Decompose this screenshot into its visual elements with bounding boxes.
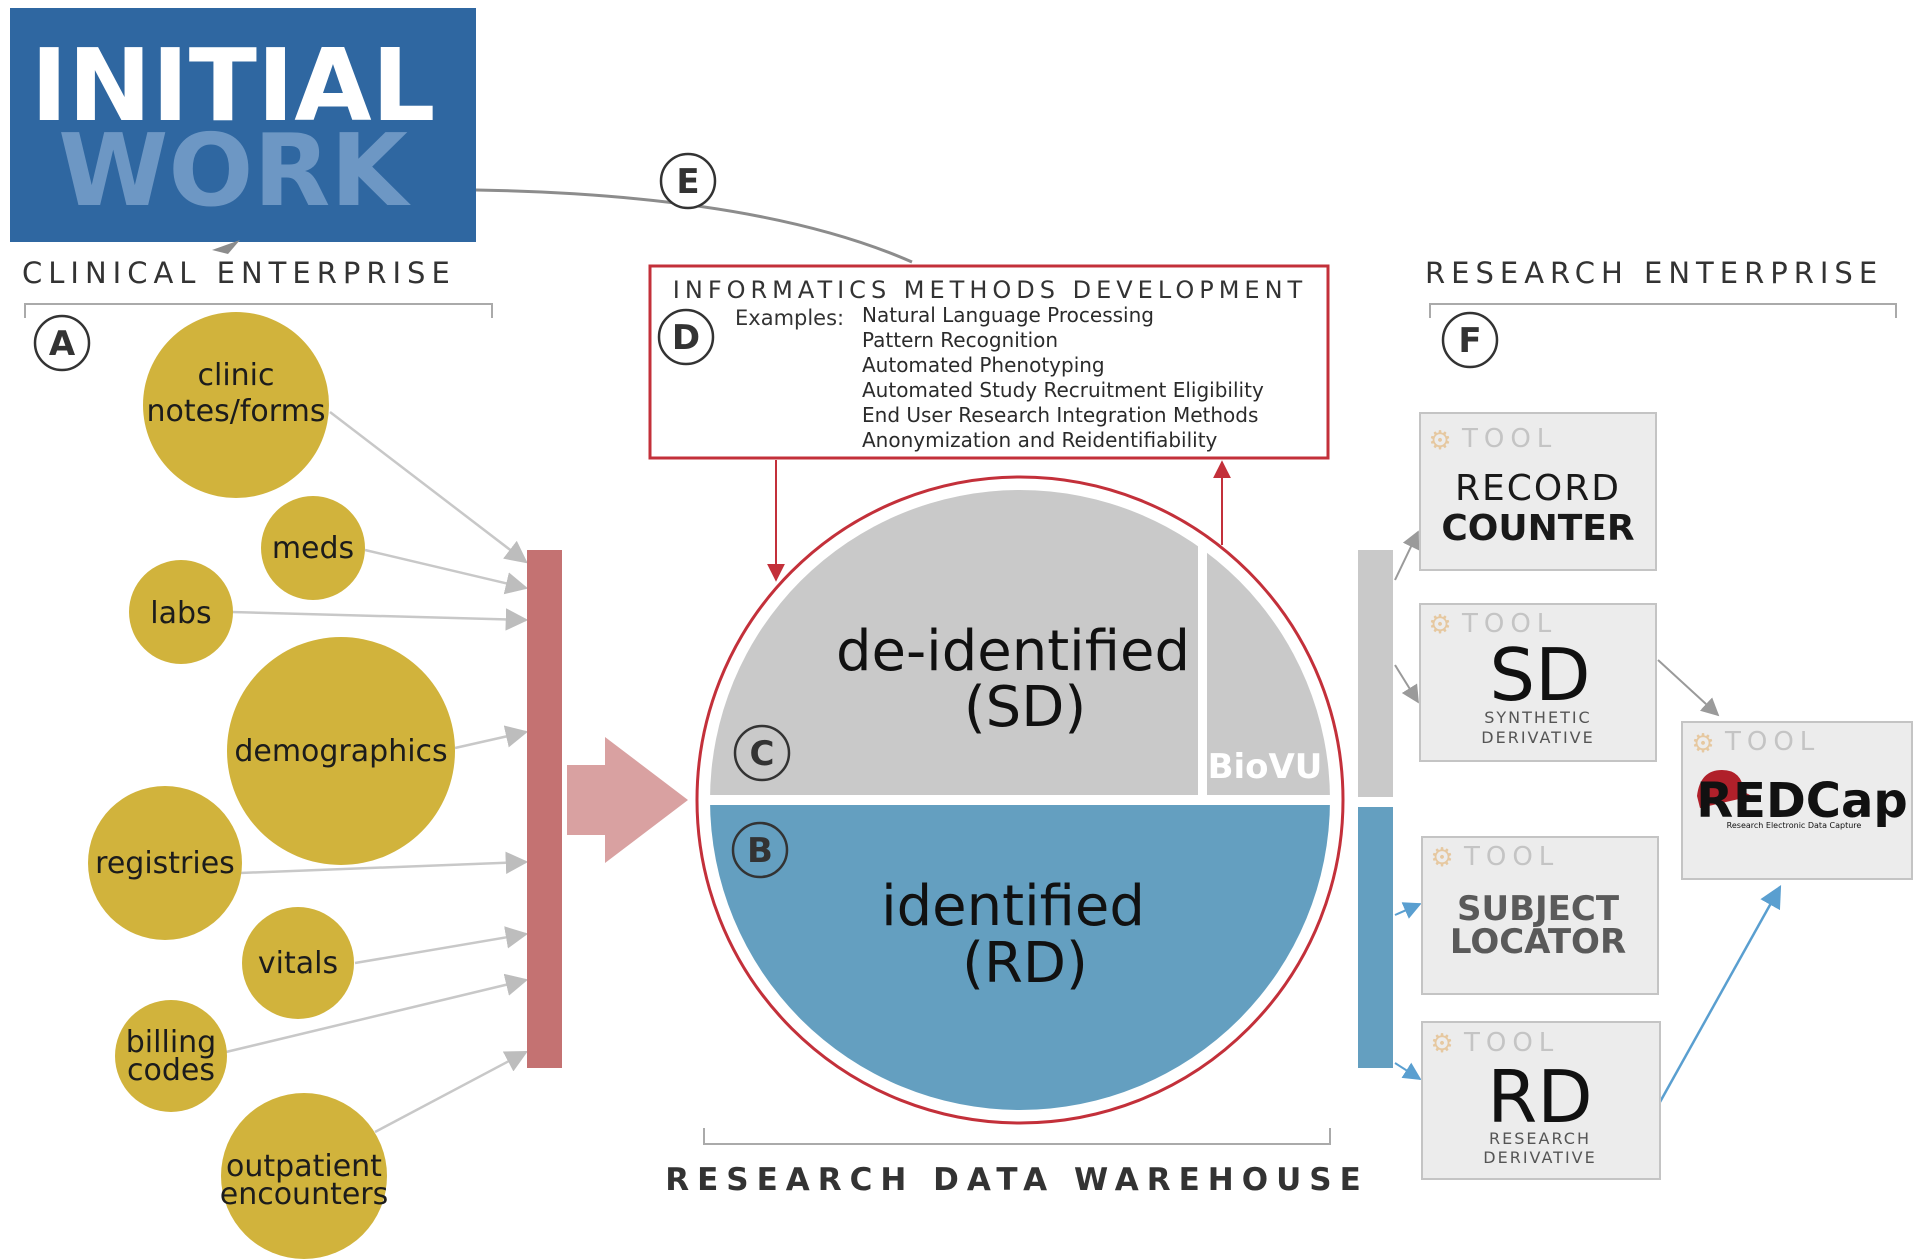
source-labs: labs (129, 560, 233, 664)
svg-text:F: F (1458, 321, 1481, 361)
gear-icon: ⚙ (1428, 610, 1451, 640)
tool-redcap[interactable]: ⚙ TOOL REDCap Research Electronic Data C… (1681, 721, 1913, 880)
arrow-to-rd-tool (1394, 1062, 1422, 1080)
ingest-arrow (567, 737, 688, 863)
arrow-to-record-counter (1394, 530, 1420, 581)
source-arrows (225, 411, 529, 1134)
tool-subject-locator-line-1: SUBJECT (1457, 889, 1620, 929)
connector-e-arrowhead (212, 240, 240, 254)
clinical-enterprise-heading: CLINICAL ENTERPRISE (22, 256, 456, 290)
informatics-example-1: Natural Language Processing (862, 303, 1154, 327)
source-meds-label: meds (272, 531, 354, 566)
informatics-example-4: Automated Study Recruitment Eligibility (862, 378, 1264, 402)
source-meds: meds (261, 496, 365, 600)
svg-text:A: A (49, 324, 76, 364)
marker-d: D (657, 308, 715, 366)
informatics-example-2: Pattern Recognition (862, 328, 1058, 352)
arrow-to-sd-tool (1394, 664, 1419, 704)
source-clinic-notes-line-2: notes/forms (147, 394, 326, 429)
source-registries-label: registries (95, 846, 235, 881)
source-vitals: vitals (242, 907, 354, 1019)
tool-subject-locator-line-2: LOCATOR (1450, 922, 1626, 962)
gear-icon: ⚙ (1428, 426, 1451, 456)
tool-sd-sub-2: DERIVATIVE (1481, 728, 1594, 747)
tool-badge: TOOL (1463, 1028, 1559, 1058)
svg-text:E: E (676, 162, 699, 202)
marker-c: C (733, 724, 791, 782)
deidentified-output-bar (1358, 550, 1393, 797)
warehouse-heading: RESEARCH DATA WAREHOUSE (665, 1162, 1369, 1198)
tool-record-counter-line-1: RECORD (1455, 468, 1621, 509)
redcap-logo-text: REDCap (1696, 773, 1908, 829)
biovu-label: BioVU (1208, 747, 1323, 787)
tool-research-derivative[interactable]: ⚙ TOOL RD RESEARCH DERIVATIVE (1421, 1021, 1661, 1180)
informatics-example-6: Anonymization and Reidentifiability (862, 428, 1218, 452)
marker-e: E (659, 152, 717, 210)
research-bracket (1429, 303, 1897, 318)
identified-label-1: identified (881, 874, 1145, 939)
warehouse-circle: de-identified (SD) BioVU identified (RD) (695, 475, 1345, 1125)
source-demographics: demographics (227, 637, 455, 865)
research-enterprise-heading: RESEARCH ENTERPRISE (1425, 256, 1883, 290)
source-clinic-notes: clinic notes/forms (143, 312, 329, 498)
logo-line-2: WORK (58, 112, 411, 229)
informatics-example-3: Automated Phenotyping (862, 353, 1105, 377)
logo-line-1: INITIAL (31, 27, 436, 144)
identified-output-bar (1358, 807, 1393, 1068)
tool-badge: TOOL (1724, 727, 1820, 757)
tool-rd-big-label: RD (1487, 1055, 1592, 1139)
informatics-examples-label: Examples: (735, 306, 844, 330)
tool-sd-big-label: SD (1489, 633, 1590, 717)
tool-badge: TOOL (1461, 424, 1557, 454)
source-demographics-label: demographics (234, 734, 447, 769)
arrow-rd-to-redcap (1658, 885, 1782, 1103)
arrow-to-subject-locator (1394, 902, 1422, 919)
tool-badge: TOOL (1463, 842, 1559, 872)
informatics-title: INFORMATICS METHODS DEVELOPMENT (673, 276, 1307, 304)
svg-text:C: C (750, 734, 775, 774)
tool-record-counter-line-2: COUNTER (1441, 508, 1634, 549)
marker-b: B (731, 821, 789, 879)
collector-bar (527, 550, 562, 1068)
svg-text:D: D (672, 318, 700, 358)
source-labs-label: labs (150, 596, 211, 631)
source-billing-codes-line-1: billing (126, 1025, 216, 1060)
tool-rd-sub-2: DERIVATIVE (1483, 1148, 1596, 1167)
source-billing-codes-line-2: codes (127, 1053, 215, 1088)
tool-record-counter[interactable]: ⚙ TOOL RECORD COUNTER (1419, 412, 1657, 571)
source-outpatient-encounters: outpatient encounters (220, 1093, 389, 1259)
source-outpatient-line-2: encounters (220, 1177, 389, 1212)
source-outpatient-line-1: outpatient (226, 1149, 382, 1184)
clinical-bracket (24, 303, 493, 318)
initial-work-logo: INITIAL WORK (10, 8, 476, 242)
redcap-tagline: Research Electronic Data Capture (1727, 821, 1862, 830)
gear-icon: ⚙ (1691, 729, 1714, 759)
gear-icon: ⚙ (1430, 1029, 1453, 1059)
tool-subject-locator[interactable]: ⚙ TOOL SUBJECT LOCATOR (1421, 836, 1659, 995)
source-clinic-notes-line-1: clinic (197, 358, 274, 393)
warehouse-bracket (703, 1128, 1331, 1145)
gear-icon: ⚙ (1430, 843, 1453, 873)
source-registries: registries (88, 786, 242, 940)
svg-text:B: B (747, 831, 773, 871)
tool-rd-sub-1: RESEARCH (1489, 1129, 1591, 1148)
source-vitals-label: vitals (258, 946, 338, 981)
redcap-hat-icon (1697, 770, 1752, 808)
connector-e-curve (475, 188, 913, 264)
tool-sd-sub-1: SYNTHETIC (1484, 708, 1591, 727)
arrow-sd-to-redcap (1657, 659, 1720, 717)
marker-a: A (33, 314, 91, 372)
informatics-box: INFORMATICS METHODS DEVELOPMENT Examples… (648, 264, 1330, 460)
identified-label-2: (RD) (962, 931, 1088, 996)
tool-badge: TOOL (1461, 609, 1557, 639)
source-billing-codes: billing codes (115, 1000, 227, 1112)
informatics-example-5: End User Research Integration Methods (862, 403, 1258, 427)
deidentified-label-1: de-identified (836, 619, 1190, 684)
marker-f: F (1441, 311, 1499, 369)
tool-synthetic-derivative[interactable]: ⚙ TOOL SD SYNTHETIC DERIVATIVE (1419, 603, 1657, 762)
deidentified-label-2: (SD) (964, 675, 1086, 740)
